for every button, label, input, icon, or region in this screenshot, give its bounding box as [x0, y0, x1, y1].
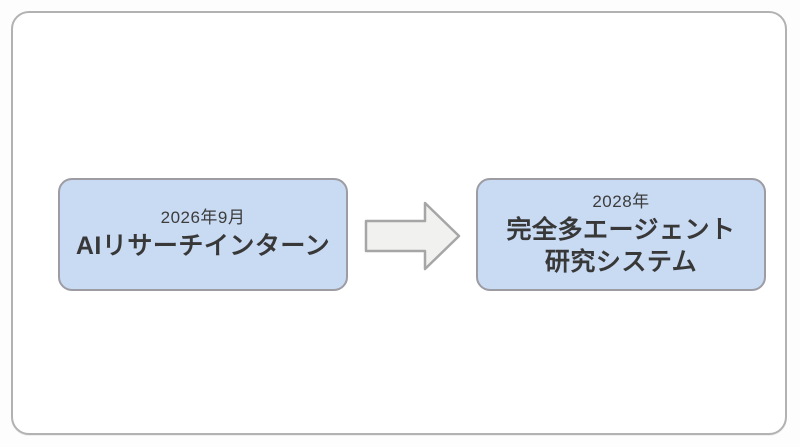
timeline-box-system-date: 2028年 — [592, 192, 650, 212]
timeline-box-intern-date: 2026年9月 — [160, 208, 246, 228]
timeline-box-system-title-line2: 研究システム — [544, 247, 698, 276]
timeline-box-intern-title: AIリサーチインターン — [75, 231, 331, 260]
timeline-box-system: 2028年 完全多エージェント 研究システム — [476, 178, 766, 291]
slide-canvas: 2026年9月 AIリサーチインターン 2028年 完全多エージェント 研究シス… — [11, 11, 787, 435]
timeline-box-intern: 2026年9月 AIリサーチインターン — [58, 178, 348, 291]
right-arrow-icon — [364, 199, 462, 273]
right-arrow-shape — [364, 201, 461, 271]
timeline-box-system-title-line1: 完全多エージェント — [506, 215, 736, 244]
